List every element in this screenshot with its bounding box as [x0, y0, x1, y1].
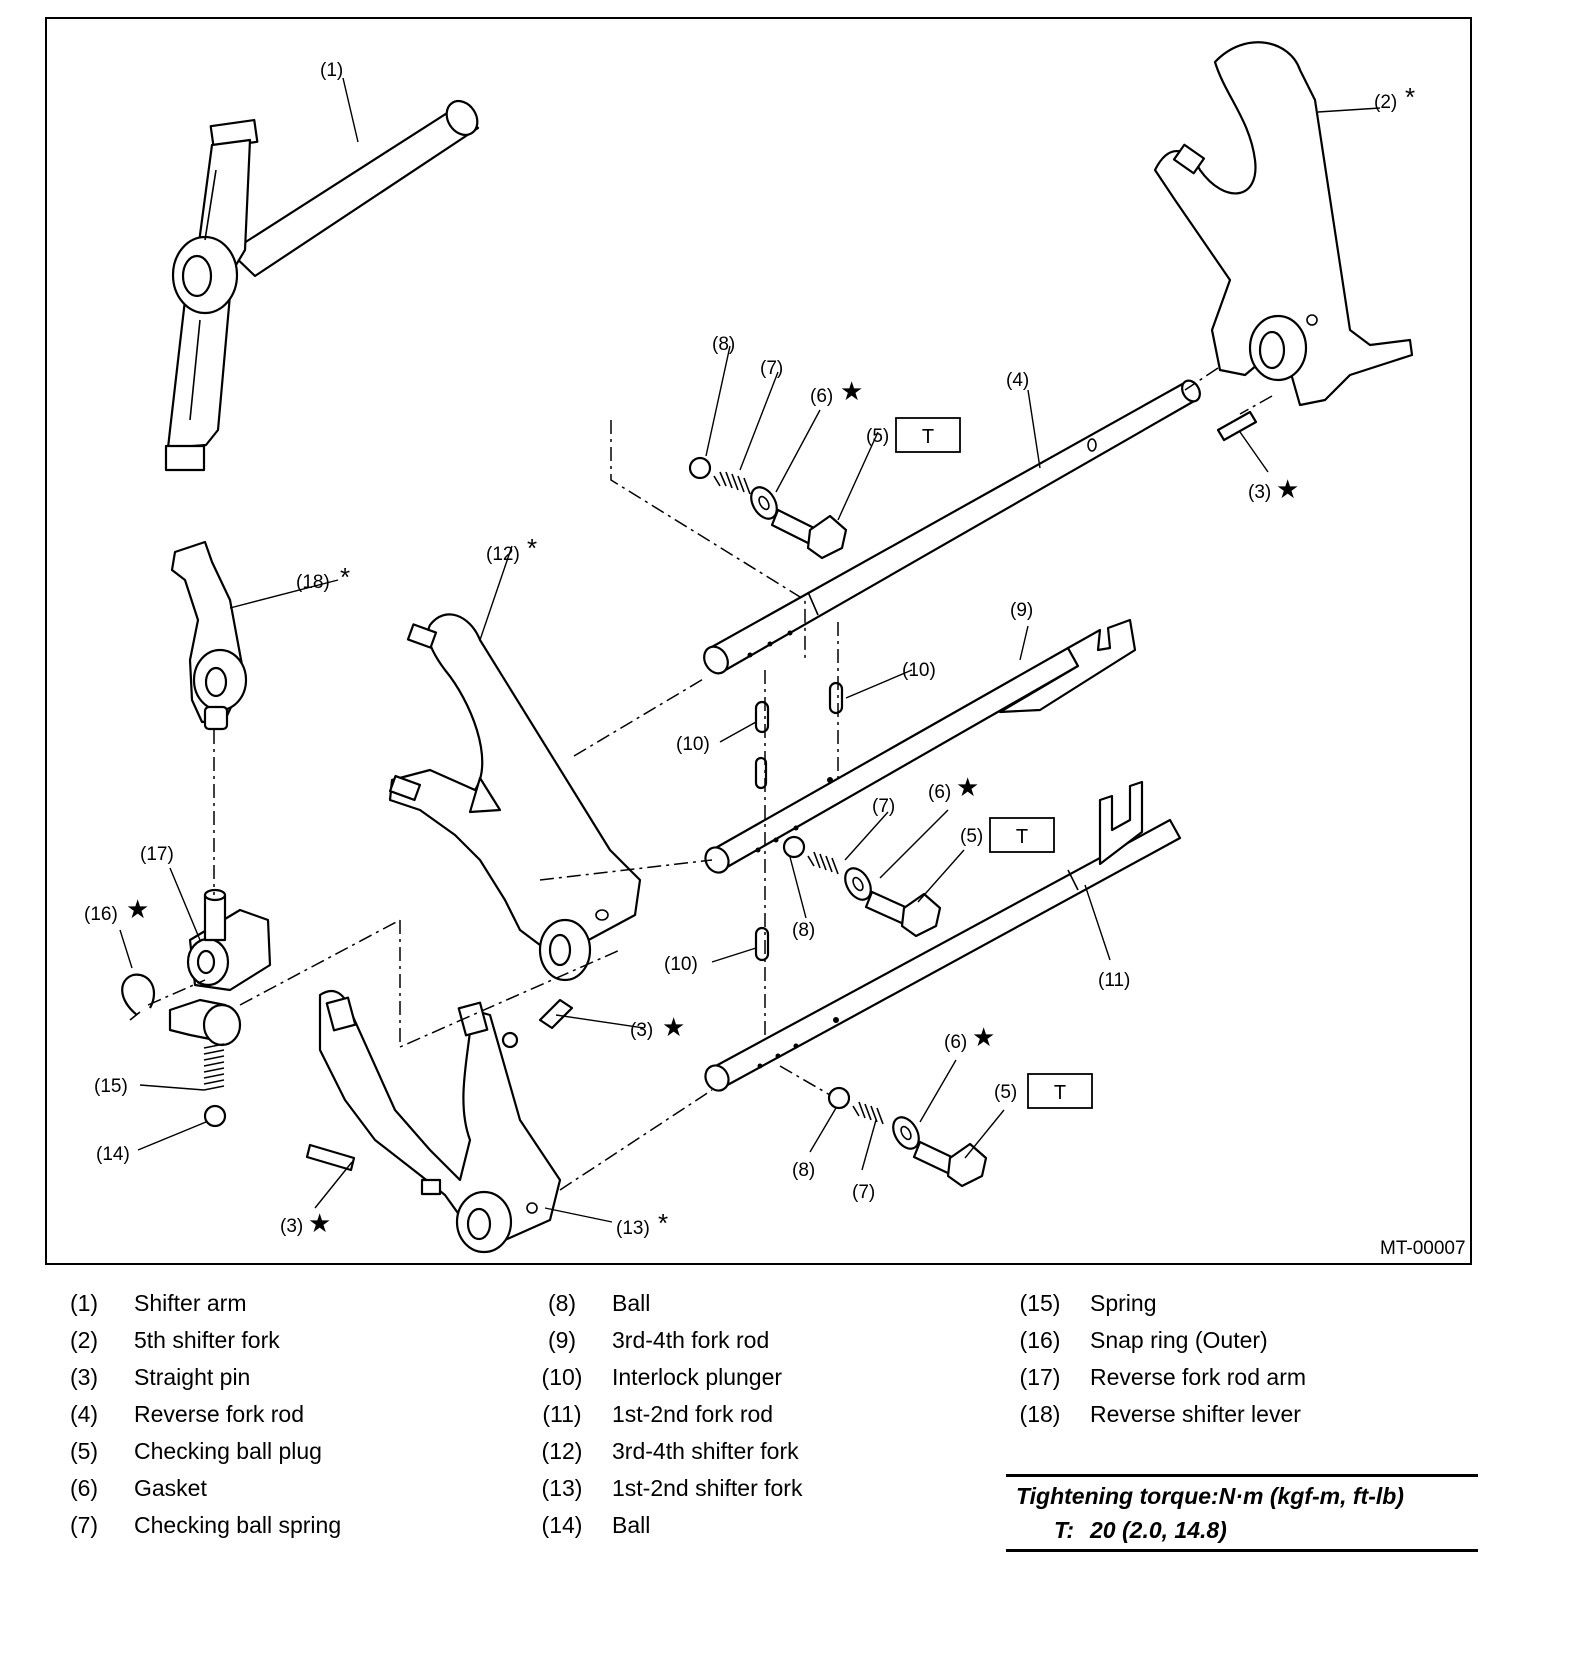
reverse-fork-rod-arm: [168, 888, 272, 1047]
callout-7-lower: (7): [852, 1182, 875, 1203]
callout-14: (14): [96, 1144, 130, 1165]
callout-6-lower: (6): [944, 1032, 967, 1053]
reverse-fork-rod: [703, 379, 1201, 675]
callout-2: (2): [1374, 92, 1397, 113]
callout-3-middle: (3): [630, 1020, 653, 1041]
snap-ring: [121, 973, 156, 1021]
callout-7-upper: (7): [760, 358, 783, 379]
star-3-left: ★: [308, 1208, 331, 1238]
callout-5-upper: (5): [866, 426, 889, 447]
checking-ball-set-lower: [827, 1086, 988, 1188]
spring-15: [203, 1043, 225, 1091]
checking-ball-set-upper: [688, 456, 848, 560]
alignment-lines: [147, 367, 1273, 1191]
callout-4: (4): [1006, 370, 1029, 391]
leader-lines: [119, 77, 1381, 1223]
star-6-lower: ★: [972, 1022, 995, 1052]
callout-labels: (1) (2) * (3) ★ (4) (5) (6) ★ (7) (8) (1…: [84, 60, 1466, 1259]
callout-17: (17): [140, 844, 174, 865]
svg-text:T: T: [1016, 826, 1028, 848]
callout-3-left: (3): [280, 1216, 303, 1237]
callout-15: (15): [94, 1076, 128, 1097]
callout-5-middle: (5): [960, 826, 983, 847]
asterisk-13: *: [658, 1208, 668, 1238]
1st-2nd-fork-rod: [704, 780, 1182, 1092]
figure-id: MT-00007: [1380, 1238, 1466, 1259]
shifter-arm: [164, 99, 480, 472]
callout-7-middle: (7): [872, 796, 895, 817]
asterisk-18: *: [340, 562, 350, 592]
ball-14: [203, 1104, 227, 1128]
callout-8-middle: (8): [792, 920, 815, 941]
reverse-shifter-lever: [170, 540, 248, 731]
callout-18: (18): [296, 572, 330, 593]
callout-8-upper: (8): [712, 334, 735, 355]
callout-1: (1): [320, 60, 343, 81]
callout-6-upper: (6): [810, 386, 833, 407]
star-3-middle: ★: [662, 1012, 685, 1042]
svg-text:T: T: [1054, 1082, 1066, 1104]
svg-text:T: T: [922, 426, 934, 448]
callout-10-left: (10): [676, 734, 710, 755]
3rd-4th-shifter-fork: [388, 613, 642, 982]
callout-5-lower: (5): [994, 1082, 1017, 1103]
diagram-frame: [45, 17, 1472, 1265]
callout-10-lower: (10): [664, 954, 698, 975]
callout-12: (12): [486, 544, 520, 565]
callout-10-right: (10): [902, 660, 936, 681]
5th-shifter-fork: [1153, 41, 1414, 407]
callout-11: (11): [1098, 970, 1130, 991]
callout-8-lower: (8): [792, 1160, 815, 1181]
callout-13: (13): [616, 1218, 650, 1239]
callout-6-middle: (6): [928, 782, 951, 803]
torque-box-middle: T: [989, 817, 1055, 853]
1st-2nd-shifter-fork: [318, 989, 562, 1254]
star-6-upper: ★: [840, 376, 863, 406]
asterisk-2: *: [1405, 82, 1415, 112]
torque-box-upper: T: [895, 417, 961, 453]
asterisk-12: *: [527, 533, 537, 563]
star-6-middle: ★: [956, 772, 979, 802]
callout-9: (9): [1010, 600, 1033, 621]
3rd-4th-fork-rod: [704, 618, 1137, 874]
checking-ball-set-middle: [782, 835, 942, 938]
straight-pins: [305, 410, 1258, 1172]
callout-3-right: (3): [1248, 482, 1271, 503]
star-16: ★: [126, 894, 149, 924]
star-3-right: ★: [1276, 474, 1299, 504]
torque-box-lower: T: [1027, 1073, 1093, 1109]
callout-16: (16): [84, 904, 118, 925]
